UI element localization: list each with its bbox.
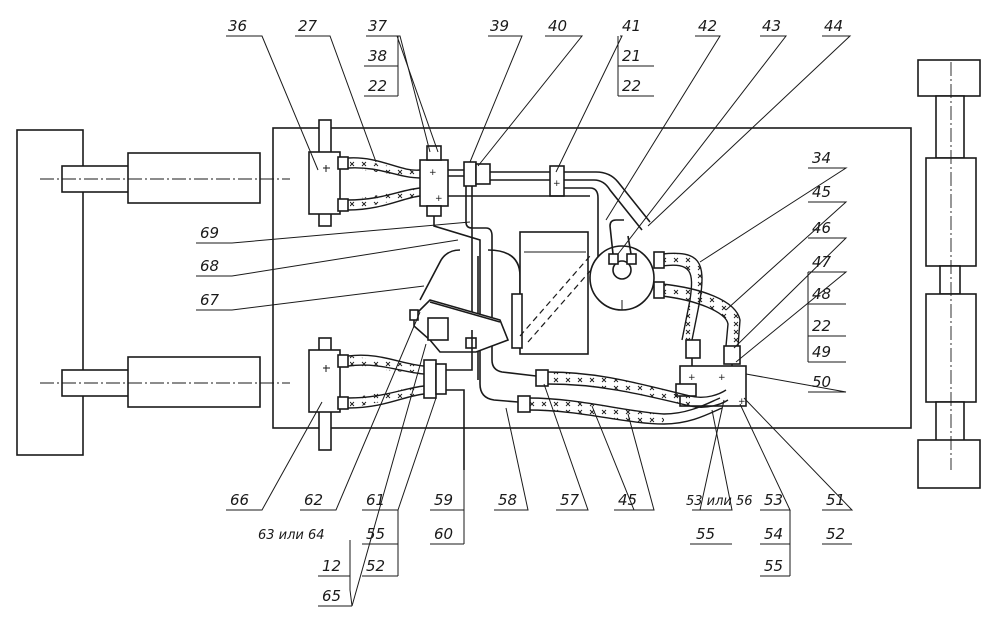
svg-text:+: + (738, 397, 746, 407)
hose-front-top (337, 156, 421, 212)
rear-wheel-top-outer (917, 59, 981, 97)
brake-lines-main: + (433, 161, 651, 360)
vehicle-frame (272, 127, 912, 429)
label-52-a: 52 (366, 557, 385, 575)
hose-right-45 (653, 281, 741, 365)
front-axle-group (16, 129, 290, 456)
front-wheel-bottom (127, 356, 261, 408)
label-37: 37 (368, 17, 388, 35)
label-34: 34 (812, 149, 831, 167)
pedal-bracket (409, 299, 510, 353)
svg-text:+: + (718, 373, 726, 383)
label-63-or-64: 63 или 64 (258, 528, 325, 543)
label-12: 12 (322, 557, 341, 575)
rear-hub-bottom (935, 401, 965, 443)
label-57: 57 (560, 491, 580, 509)
label-42: 42 (698, 17, 717, 35)
label-53-or-56: 53 или 56 (686, 494, 753, 509)
label-60: 60 (434, 525, 453, 543)
label-51: 51 (826, 491, 845, 509)
rear-wheel-bottom-outer (917, 439, 981, 489)
hose-lower-45 (479, 346, 729, 425)
label-22-c: 22 (812, 317, 831, 335)
label-66: 66 (230, 491, 249, 509)
label-frames (318, 36, 852, 607)
label-49: 49 (812, 343, 831, 361)
label-58: 58 (498, 491, 517, 509)
label-62: 62 (304, 491, 323, 509)
reservoir-round-42 (589, 219, 655, 311)
label-55-b: 55 (696, 525, 715, 543)
label-52-b: 52 (826, 525, 845, 543)
label-68: 68 (200, 257, 219, 275)
label-40: 40 (548, 17, 567, 35)
svg-text:+: + (429, 168, 437, 178)
label-45-b: 45 (618, 491, 637, 509)
label-65: 65 (322, 587, 341, 605)
master-cylinder-box (511, 231, 599, 355)
label-61: 61 (366, 491, 385, 509)
tee-distributor-37: + + (419, 145, 449, 217)
label-43: 43 (762, 17, 781, 35)
brake-cylinder-front-bottom (308, 337, 341, 451)
label-41: 41 (622, 17, 641, 35)
front-wheel-top (127, 152, 261, 204)
callout-labels: 36 27 37 38 22 39 40 41 21 22 42 43 44 3… (200, 17, 845, 605)
svg-text:+: + (553, 179, 561, 189)
label-36: 36 (228, 17, 247, 35)
label-53: 53 (764, 491, 783, 509)
label-50: 50 (812, 373, 831, 391)
label-54: 54 (764, 525, 783, 543)
label-21: 21 (622, 47, 641, 65)
label-46: 46 (812, 219, 831, 237)
rear-valve-block: + + + (675, 358, 747, 407)
rear-axle-tube (939, 265, 961, 295)
svg-text:+: + (435, 194, 443, 204)
rear-axle-group (917, 59, 981, 489)
label-44: 44 (824, 17, 843, 35)
label-48: 48 (812, 285, 831, 303)
label-27: 27 (298, 17, 318, 35)
label-55-a: 55 (366, 525, 385, 543)
label-22-b: 22 (622, 77, 641, 95)
label-38: 38 (368, 47, 387, 65)
label-45-a: 45 (812, 183, 831, 201)
svg-text:+: + (688, 373, 696, 383)
label-22-a: 22 (368, 77, 387, 95)
rear-hub-top (935, 95, 965, 159)
hose-right-34 (653, 251, 703, 359)
label-67: 67 (200, 291, 220, 309)
label-47: 47 (812, 253, 832, 271)
label-55-c: 55 (764, 557, 783, 575)
label-69: 69 (200, 224, 219, 242)
label-39: 39 (490, 17, 509, 35)
label-59: 59 (434, 491, 453, 509)
brake-cylinder-front-top (308, 119, 341, 227)
